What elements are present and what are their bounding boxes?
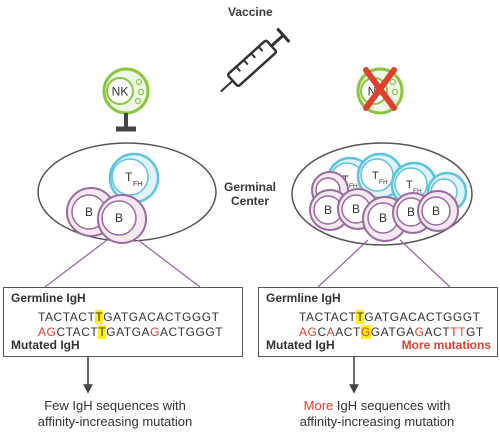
- highlighted-base: T: [95, 310, 104, 324]
- germinal-center-line-2: Center: [230, 194, 269, 208]
- tfh-label: T: [406, 179, 413, 191]
- mutated-base: G: [150, 325, 160, 339]
- sequence-segment: ACTGGGT: [159, 325, 224, 339]
- sequence-segment: GATGA: [370, 325, 415, 339]
- sequence-box-right: Germline IgH TACTACTTGATGACACTGGGT AGCAA…: [258, 287, 498, 357]
- sequence-segment: GATGACACTGGGT: [103, 310, 220, 324]
- germline-seq-left: TACTACTTGATGACACTGGGT: [38, 310, 220, 324]
- highlighted-base: T: [98, 325, 107, 339]
- mutated-label-right: Mutated IgH: [266, 338, 335, 352]
- sequence-segment: ACT: [424, 325, 451, 339]
- b-label: B: [115, 211, 123, 225]
- vaccine-title: Vaccine: [228, 5, 273, 19]
- outcome-right-rest: IgH sequences with: [333, 398, 451, 413]
- b-cell-right-6: B: [417, 190, 459, 232]
- outcome-left-line-2: affinity-increasing mutation: [37, 414, 193, 429]
- tfh-label: T: [372, 170, 379, 182]
- b-cell-left-2: B: [97, 194, 147, 244]
- syringe-icon: [220, 27, 291, 93]
- nk-label-right: N: [368, 85, 377, 99]
- tfh-sub: FH: [349, 183, 358, 190]
- mutated-seq-left: AGCTACTTGATGAGACTGGGT: [38, 325, 223, 339]
- nk-cell-left: NK: [102, 67, 150, 115]
- sequence-segment: GATGACACTGGGT: [364, 310, 481, 324]
- germinal-center-label: Germinal Center: [222, 180, 278, 208]
- germline-seq-right: TACTACTTGATGACACTGGGT: [299, 310, 481, 324]
- outcome-right: More IgH sequences with affinity-increas…: [272, 398, 482, 430]
- sequence-segment: CTACT: [56, 325, 99, 339]
- b-label: B: [432, 204, 440, 218]
- germinal-center-line-1: Germinal: [223, 180, 277, 194]
- mutated-seq-right: AGCAACTGGATGAGACTTTGT: [299, 325, 484, 339]
- highlighted-mutated-base: G: [360, 325, 371, 339]
- sequence-box-left: Germline IgH TACTACTTGATGACACTGGGT AGCTA…: [3, 287, 243, 357]
- outcome-left: Few IgH sequences with affinity-increasi…: [10, 398, 220, 430]
- inhibition-symbol: [116, 113, 136, 132]
- outcome-right-line-1: More IgH sequences with: [272, 398, 482, 414]
- highlighted-base: T: [356, 310, 365, 324]
- outcome-more-word: More: [303, 398, 334, 413]
- zoom-line: [399, 239, 451, 288]
- b-label: B: [324, 203, 332, 217]
- sequence-segment: C: [317, 325, 327, 339]
- germline-label-right: Germline IgH: [266, 291, 341, 305]
- sequence-segment: GATGA: [106, 325, 151, 339]
- mutated-base: A: [326, 325, 336, 339]
- mutated-base: AG: [38, 325, 57, 339]
- b-label: B: [85, 205, 93, 219]
- tfh-label-left: T: [125, 170, 133, 184]
- b-label: B: [352, 202, 360, 216]
- outcome-right-line-2: affinity-increasing mutation: [299, 414, 455, 429]
- zoom-line: [317, 239, 369, 288]
- zoom-line: [137, 239, 201, 288]
- sequence-segment: GT: [465, 325, 484, 339]
- mutated-base: AG: [299, 325, 318, 339]
- tfh-sub: FH: [413, 188, 422, 195]
- mutated-base: G: [414, 325, 425, 339]
- mutated-base: TT: [450, 325, 466, 339]
- mutated-label-left: Mutated IgH: [11, 338, 80, 352]
- more-mutations-label: More mutations: [401, 338, 491, 352]
- b-label: B: [407, 205, 415, 219]
- tfh-sub-left: FH: [133, 181, 142, 188]
- sequence-segment: TACTACT: [38, 310, 96, 324]
- b-label: B: [379, 211, 387, 225]
- tfh-cell-left: T FH: [108, 152, 160, 204]
- germline-label-left: Germline IgH: [11, 291, 86, 305]
- tfh-sub: FH: [379, 179, 388, 186]
- blocked-x-icon: [363, 67, 397, 111]
- zoom-line: [44, 239, 108, 288]
- nk-label-left: NK: [112, 85, 129, 99]
- outcome-left-line-1: Few IgH sequences with: [44, 398, 186, 413]
- sequence-segment: ACT: [335, 325, 361, 339]
- sequence-segment: TACTACT: [299, 310, 357, 324]
